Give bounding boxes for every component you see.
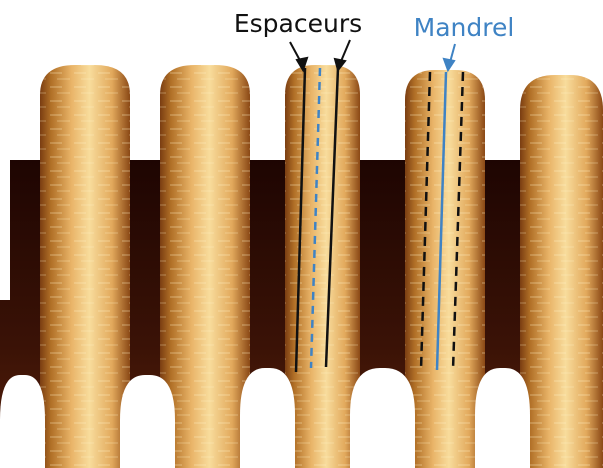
ridge-1 xyxy=(40,65,130,468)
ridge-5 xyxy=(520,75,603,468)
spacers-label: Espaceurs xyxy=(234,9,362,38)
mandrel-label: Mandrel xyxy=(414,13,515,42)
mandrel-arrow xyxy=(444,44,455,70)
ridge-3 xyxy=(285,65,360,468)
